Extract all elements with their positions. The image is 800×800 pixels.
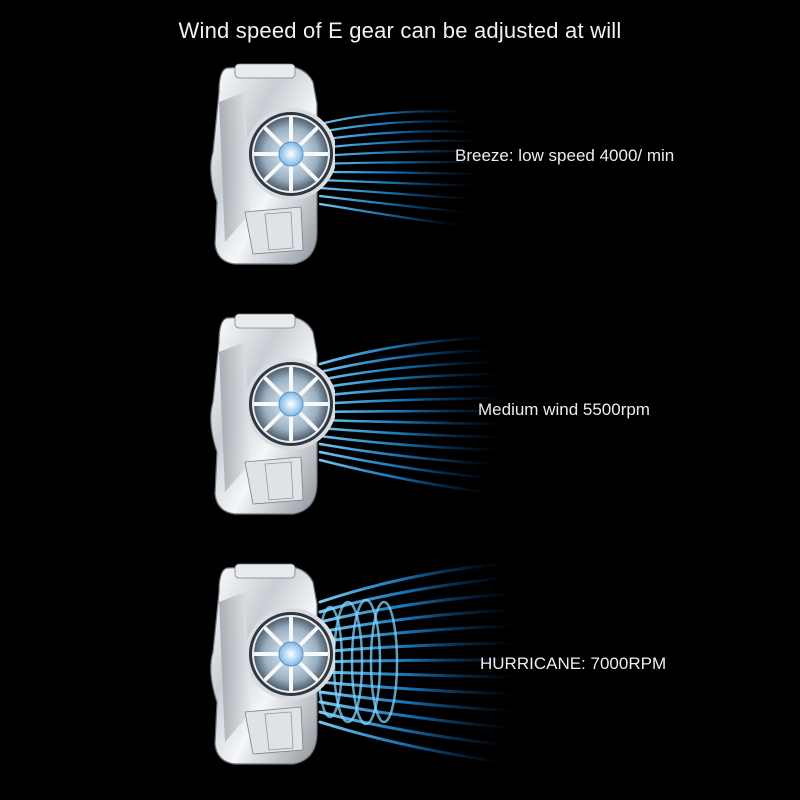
wind-stream-hurricane <box>316 562 517 764</box>
cooler-fan-icon <box>205 62 335 267</box>
wind-stream-breeze <box>318 110 482 227</box>
mode-row-medium: Medium wind 5500rpm <box>0 312 800 522</box>
cooler-fan-icon <box>205 562 335 767</box>
page-title: Wind speed of E gear can be adjusted at … <box>178 18 622 43</box>
mode-label-breeze: Breeze: low speed 4000/ min <box>455 146 675 165</box>
cooler-fan-icon <box>205 312 335 517</box>
wind-stream-medium <box>318 336 504 494</box>
mode-row-breeze: Breeze: low speed 4000/ min <box>0 62 800 272</box>
mode-row-hurricane: HURRICANE: 7000RPM <box>0 562 800 772</box>
mode-label-medium: Medium wind 5500rpm <box>478 400 650 419</box>
mode-label-hurricane: HURRICANE: 7000RPM <box>480 654 667 673</box>
